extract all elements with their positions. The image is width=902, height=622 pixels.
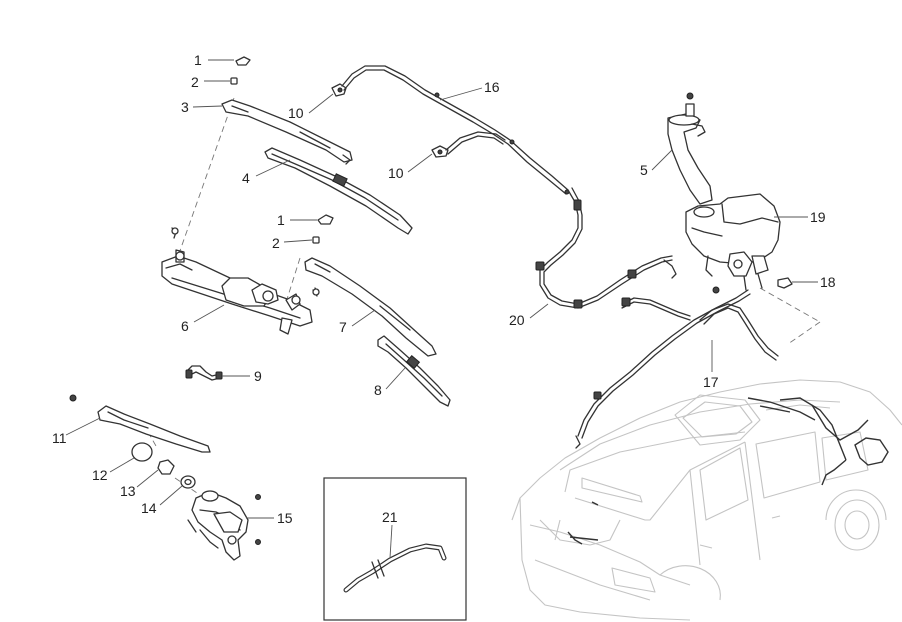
part-1-nut-cap-upper	[235, 56, 251, 66]
part-5-filler-neck	[667, 92, 713, 205]
part-6-wiper-motor-linkage	[161, 227, 320, 335]
part-10-washer-jet-lower	[431, 145, 449, 158]
part-9-hose-connector	[185, 365, 223, 381]
callout-11: 11	[52, 430, 67, 446]
part-12-cap	[131, 442, 153, 462]
callout-3: 3	[181, 99, 189, 115]
part-20-washer-hose	[535, 187, 677, 309]
vehicle-highlight-parts	[567, 397, 889, 545]
callout-10-lower: 10	[388, 165, 404, 181]
part-10-washer-jet-upper	[331, 83, 347, 97]
part-16-front-washer-hose	[341, 65, 570, 195]
callout-10-upper: 10	[288, 105, 304, 121]
callout-20: 20	[509, 312, 525, 328]
callout-13: 13	[120, 483, 136, 499]
callout-14: 14	[141, 500, 157, 516]
callout-16: 16	[484, 79, 500, 95]
part-13-nut	[157, 459, 175, 475]
callout-5: 5	[640, 162, 648, 178]
callout-9: 9	[254, 368, 262, 384]
part-17-rear-washer-hose	[575, 289, 779, 449]
part-14-seal	[180, 475, 196, 489]
callout-4: 4	[242, 170, 250, 186]
part-15-rear-wiper-motor	[187, 490, 261, 561]
callout-labels: 1 2 3 4 1 2 5 6 7 8 9 10 10 11 12 13 14 …	[52, 52, 836, 526]
part-2-washer-lower	[312, 236, 320, 244]
callout-7: 7	[339, 319, 347, 335]
callout-2-lower: 2	[272, 235, 280, 251]
part-19-washer-reservoir	[685, 193, 781, 294]
callout-18: 18	[820, 274, 836, 290]
callout-1-upper: 1	[194, 52, 202, 68]
callout-15: 15	[277, 510, 293, 526]
part-4-wiper-blade-left	[264, 147, 413, 235]
callout-6: 6	[181, 318, 189, 334]
callout-19: 19	[810, 209, 826, 225]
vehicle-outline	[511, 379, 902, 621]
part-21-inset-box	[323, 477, 467, 621]
callout-12: 12	[92, 467, 108, 483]
part-1-nut-cap-lower	[317, 214, 334, 225]
leader-lines	[65, 59, 818, 559]
callout-17: 17	[703, 374, 719, 390]
callout-1-lower: 1	[277, 212, 285, 228]
callout-8: 8	[374, 382, 382, 398]
callout-2-upper: 2	[191, 74, 199, 90]
part-3-wiper-arm-left	[221, 99, 353, 165]
callout-21: 21	[382, 509, 398, 525]
part-18-bolt	[777, 277, 793, 289]
part-11-rear-wiper-arm	[69, 394, 211, 453]
part-8-wiper-blade-right	[377, 335, 451, 407]
part-7-wiper-arm-right	[304, 257, 437, 357]
part-2-washer-upper	[230, 77, 238, 85]
